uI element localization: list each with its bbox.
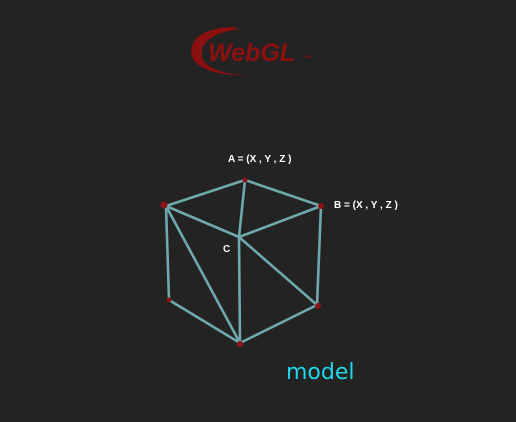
vertex-b — [318, 203, 324, 209]
vertex-bottom-left — [166, 297, 172, 303]
edge-top-front-right — [237, 204, 323, 239]
model-caption: model — [286, 360, 355, 385]
vertex-bottom-right — [315, 303, 321, 309]
edge-top-left — [164, 178, 247, 208]
edge-left-vertical — [164, 204, 171, 302]
vertex-bottom-front — [237, 341, 243, 347]
edge-front-vertical — [237, 235, 242, 345]
logo-trademark: ™ — [303, 54, 311, 63]
edge-top-right — [243, 178, 323, 208]
cube-vertices — [160, 177, 324, 347]
vertex-a — [242, 177, 248, 183]
logo-swoosh — [191, 27, 256, 76]
edge-top-diagonal — [237, 178, 247, 239]
edge-right-vertical — [315, 204, 323, 307]
cube-wireframe — [164, 178, 323, 345]
webgl-logo: WebGL ™ — [191, 27, 311, 76]
edge-bottom-right — [238, 303, 319, 345]
edge-top-front-left — [164, 204, 241, 239]
edge-left-face-diagonal — [164, 204, 242, 345]
vertex-top-left — [160, 201, 168, 209]
vertex-b-label: B = (X , Y , Z ) — [334, 200, 398, 211]
vertex-c-label: C — [223, 244, 230, 255]
logo-text: WebGL — [208, 39, 295, 67]
edge-right-face-diagonal — [237, 235, 319, 307]
vertex-a-label: A = (X , Y , Z ) — [228, 154, 291, 165]
edge-bottom-left — [167, 298, 242, 345]
